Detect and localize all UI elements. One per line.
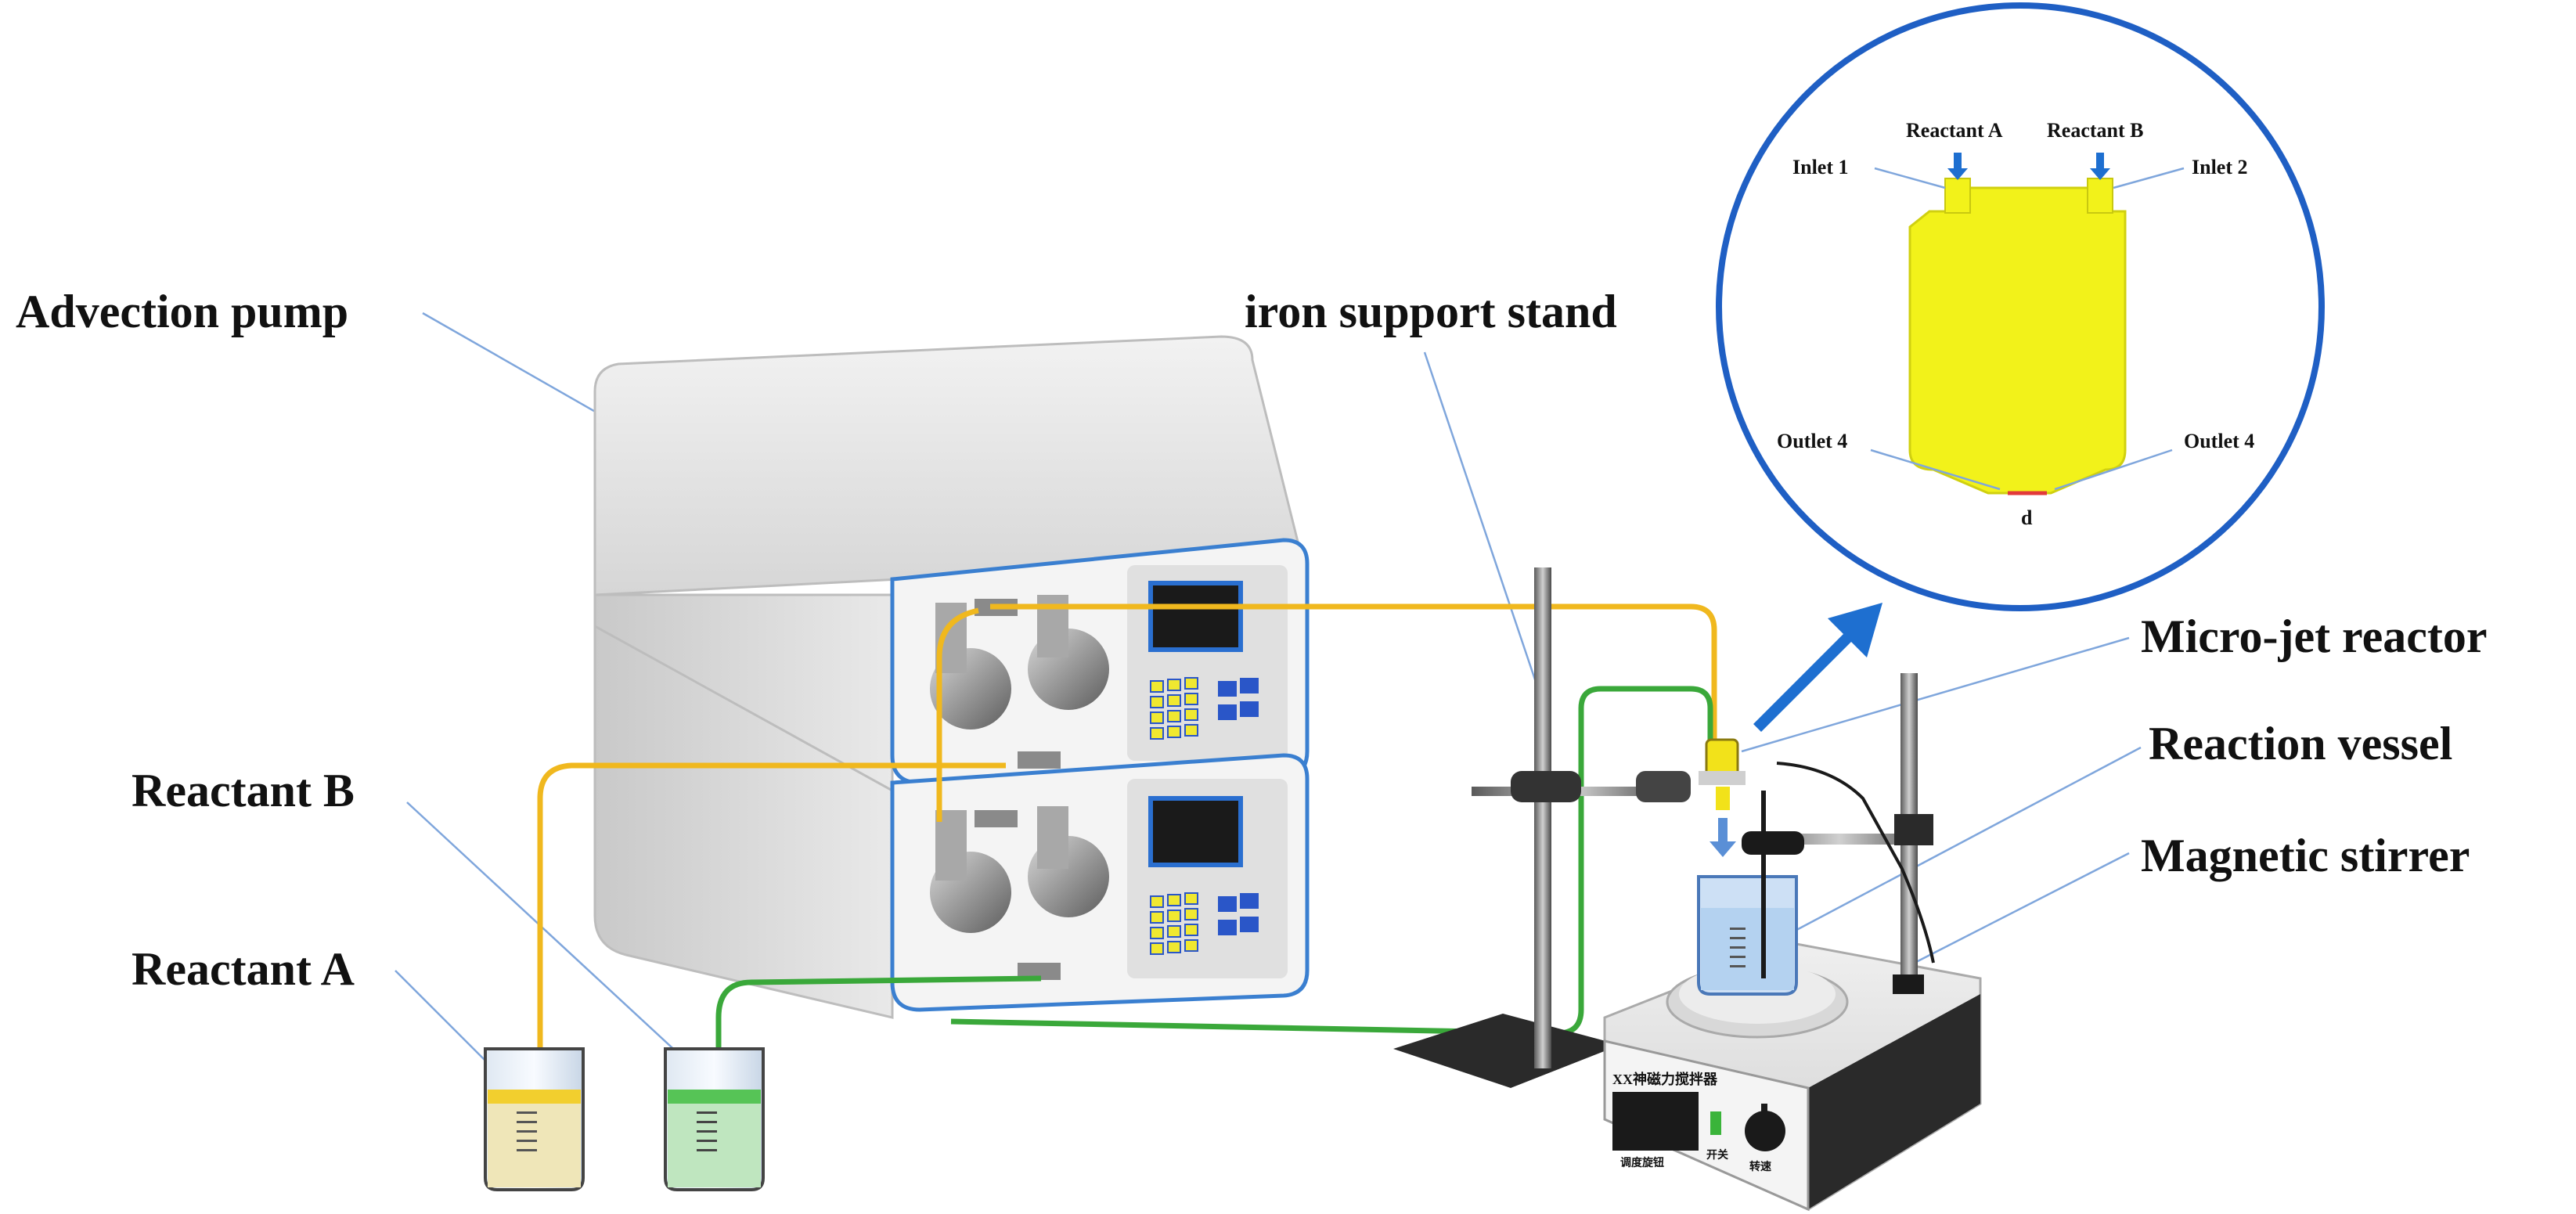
- label-iron-support-stand: iron support stand: [1245, 286, 1617, 337]
- inset-labels: Reactant A Reactant B Inlet 1 Inlet 2 Ou…: [1777, 119, 2254, 529]
- label-reactant-b: Reactant B: [132, 765, 355, 816]
- beaker-reactant-b: [664, 1047, 765, 1191]
- inset-label-reactant-b: Reactant B: [2047, 119, 2143, 142]
- stirrer-caption-mid: 开关: [1706, 1148, 1728, 1162]
- label-magnetic-stirrer: Magnetic stirrer: [2141, 830, 2470, 881]
- iron-support-stand: [1393, 567, 1691, 1088]
- arrow-to-inset: [1753, 603, 1882, 732]
- reaction-vessel: [1697, 791, 1798, 996]
- inset-label-inlet-2: Inlet 2: [2192, 156, 2248, 178]
- inset-label-inlet-1: Inlet 1: [1792, 156, 1849, 178]
- inset-label-outlet-left: Outlet 4: [1777, 430, 1847, 452]
- stirrer-caption-right: 转速: [1749, 1160, 1771, 1173]
- main-labels: Advection pump iron support stand Micro-…: [16, 286, 2487, 995]
- beaker-reactant-a: [484, 1047, 585, 1191]
- label-micro-jet-reactor: Micro-jet reactor: [2141, 611, 2487, 662]
- inset-zoom: [1716, 2, 2325, 611]
- label-reactant-a: Reactant A: [132, 943, 355, 995]
- tube-reactant-a: [715, 686, 1713, 1096]
- magnetic-stirrer: [1603, 673, 1982, 1212]
- inset-label-outlet-right: Outlet 4: [2184, 430, 2254, 452]
- label-advection-pump: Advection pump: [16, 286, 348, 337]
- stirrer-panel-text: XX神磁力搅拌器 调度旋钮 开关 转速: [1612, 1071, 1771, 1173]
- pump-lower-front: [930, 796, 1259, 980]
- stirrer-panel-title: XX神磁力搅拌器: [1612, 1071, 1718, 1087]
- stirrer-caption-left: 调度旋钮: [1620, 1156, 1664, 1169]
- label-reaction-vessel: Reaction vessel: [2149, 718, 2452, 769]
- tube-reactant-b: [537, 603, 1717, 1096]
- micro-jet-reactor: [1699, 738, 1746, 857]
- inset-label-reactant-a: Reactant A: [1906, 119, 2003, 142]
- inset-label-d: d: [2021, 506, 2033, 529]
